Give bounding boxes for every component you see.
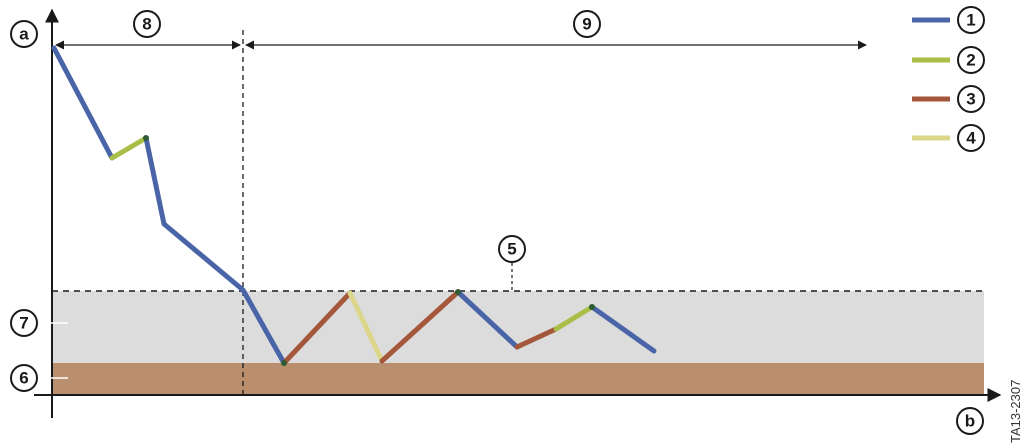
lower-band-label: 6 bbox=[19, 369, 28, 388]
curve-joint bbox=[143, 135, 149, 141]
phase-one-callout: 8 bbox=[133, 10, 161, 38]
x-axis-callout: b bbox=[956, 407, 984, 435]
lower-band-callout: 6 bbox=[10, 364, 38, 392]
upper-band-label: 7 bbox=[19, 314, 28, 333]
legend-label: 2 bbox=[966, 51, 975, 70]
legend-item: 3 bbox=[912, 85, 985, 113]
y-axis-callout: a bbox=[10, 20, 38, 48]
upper-band-callout: 7 bbox=[10, 309, 38, 337]
phase-one-label: 8 bbox=[142, 15, 151, 34]
curve-joints bbox=[143, 135, 595, 366]
curve-joint bbox=[455, 289, 461, 295]
curve-segment-series-1 bbox=[589, 304, 657, 354]
legend: 1 2 3 4 bbox=[912, 6, 985, 152]
curve bbox=[51, 45, 657, 366]
legend-item: 2 bbox=[912, 46, 985, 74]
curve-segment-series-1 bbox=[51, 45, 115, 161]
legend-item: 1 bbox=[912, 6, 985, 34]
y-axis-label: a bbox=[19, 25, 29, 44]
legend-label: 4 bbox=[966, 129, 976, 148]
threshold-label: 5 bbox=[507, 240, 516, 259]
phase-two-label: 9 bbox=[582, 15, 591, 34]
document-id: TA13-2307 bbox=[1008, 380, 1023, 443]
curve-segment-series-1 bbox=[455, 289, 520, 350]
threshold-callout: 5 bbox=[498, 235, 526, 263]
phase-two-callout: 9 bbox=[573, 10, 601, 38]
curve-joint bbox=[589, 304, 595, 310]
curve-segment-series-3 bbox=[514, 326, 559, 350]
curve-segment-series-3 bbox=[281, 290, 353, 366]
curve-segment-series-2 bbox=[109, 135, 149, 161]
curve-segment-series-1 bbox=[143, 135, 287, 366]
upper-band bbox=[52, 291, 984, 363]
curve-segment-series-2 bbox=[553, 304, 595, 332]
curve-segment-series-3 bbox=[379, 289, 461, 364]
legend-item: 4 bbox=[912, 124, 985, 152]
x-axis-label: b bbox=[965, 412, 975, 431]
legend-label: 1 bbox=[966, 11, 975, 30]
curve-segment-series-4 bbox=[347, 290, 385, 364]
curve-joint bbox=[281, 360, 287, 366]
legend-label: 3 bbox=[966, 90, 975, 109]
lower-band bbox=[52, 363, 984, 395]
